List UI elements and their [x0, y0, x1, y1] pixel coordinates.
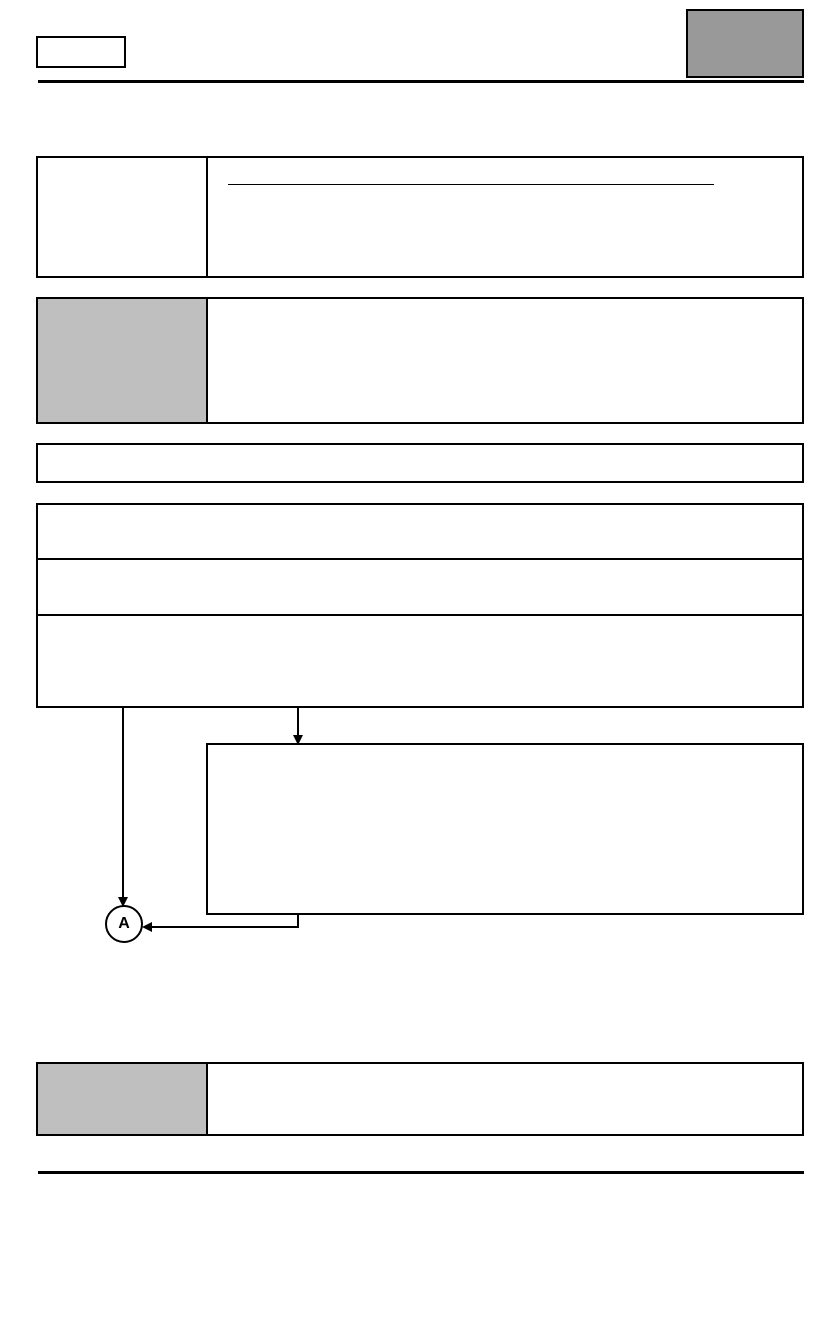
arrow-branch-to-connector [142, 915, 299, 932]
panel-3-body [222, 1070, 792, 1128]
panel-2-divider [206, 297, 208, 424]
panel-2-label [38, 299, 206, 422]
step-separator-1 [36, 558, 804, 560]
panel-3-divider [206, 1062, 208, 1136]
panel-3-label [38, 1064, 206, 1134]
panel-1-divider [206, 156, 208, 278]
connector-a-circle [105, 905, 143, 943]
header-code-box [36, 36, 126, 68]
header-rule [38, 80, 804, 83]
panel-1 [36, 156, 804, 278]
step-separator-2 [36, 614, 804, 616]
header-corner-box [686, 9, 804, 78]
note-bar [36, 443, 804, 483]
footer-rule [38, 1171, 804, 1174]
branch-box [206, 743, 804, 915]
step-stack [36, 503, 804, 708]
connector-a-label: A [118, 915, 130, 932]
panel-1-heading-underline [228, 184, 714, 185]
